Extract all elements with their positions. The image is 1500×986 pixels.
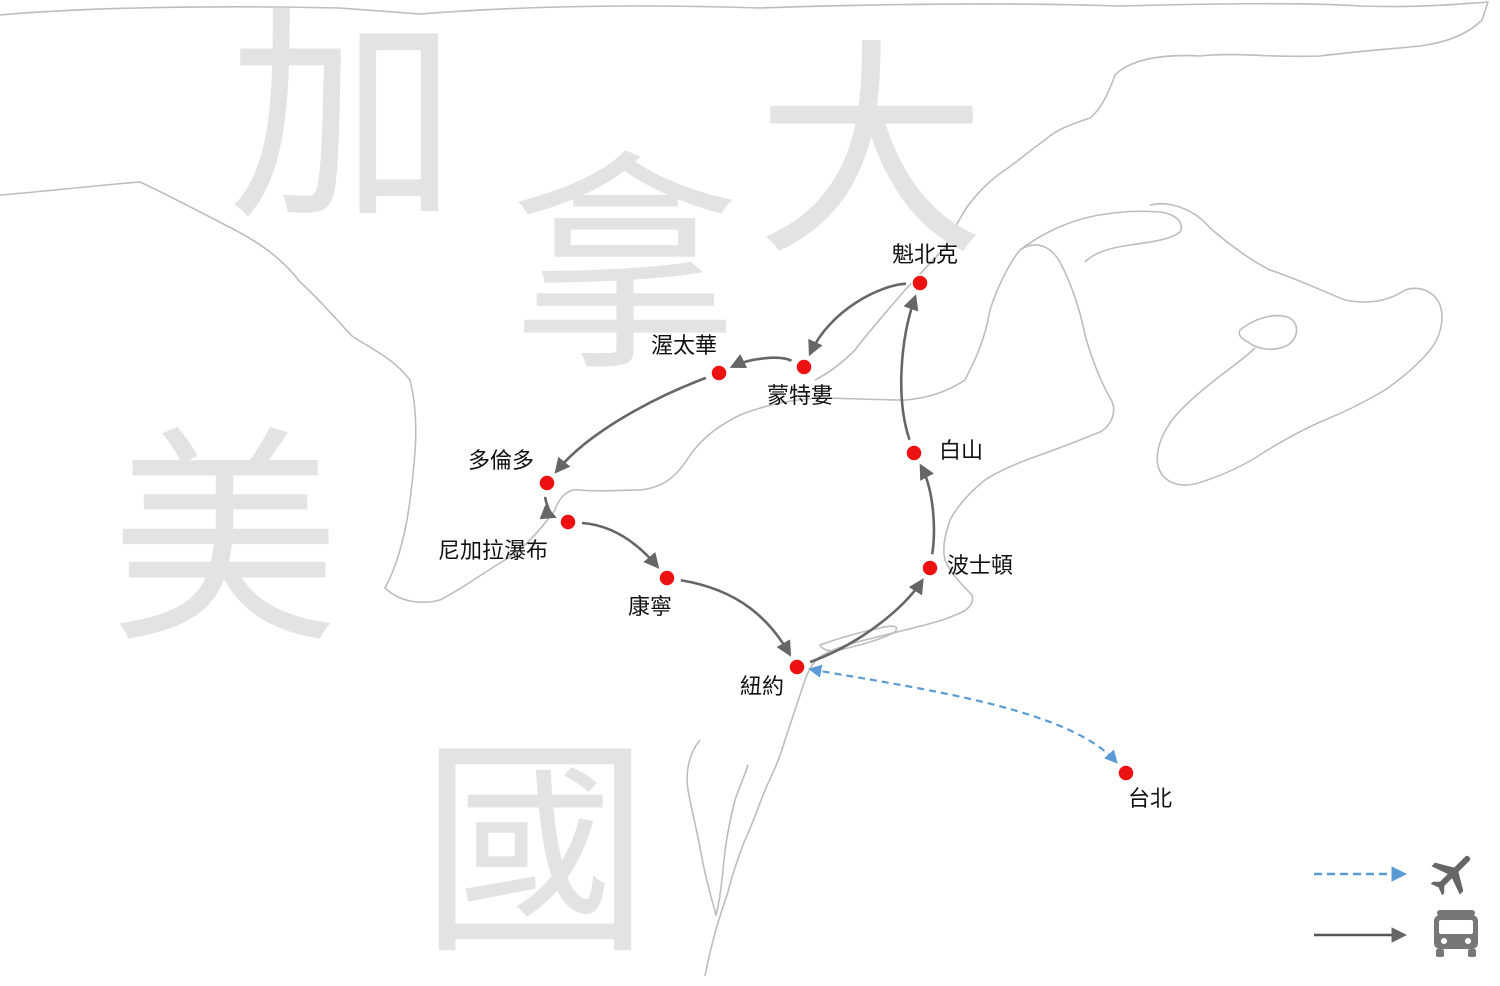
city-dot-boston[interactable] [921, 559, 939, 577]
city-label-taipei: 台北 [1128, 787, 1173, 812]
city-label-quebec: 魁北克 [892, 243, 959, 268]
city-label-whitemountain: 白山 [939, 439, 984, 464]
country-label-jia: 加 [228, 0, 459, 253]
airplane-icon [1430, 855, 1471, 896]
st-lawrence-coast [814, 247, 946, 381]
city-dot-niagara[interactable] [559, 513, 577, 531]
country-label-da: 大 [756, 21, 987, 288]
flight-routes [808, 664, 1118, 764]
city-dot-quebec[interactable] [911, 274, 929, 292]
city-dot-ottawa[interactable] [710, 364, 728, 382]
bus-route-montreal-ottawa [729, 354, 793, 369]
city-label-corning: 康寧 [628, 595, 673, 620]
bus-route-corning-newyork [680, 578, 792, 657]
east-coast-us [704, 519, 974, 976]
city-dot-corning[interactable] [658, 569, 676, 587]
bus-icon [1434, 910, 1478, 957]
city-dot-taipei[interactable] [1117, 764, 1135, 782]
top-coastline [0, 1, 1489, 249]
cape-breton [1238, 314, 1298, 351]
bus-route-ottawa-toronto [554, 376, 707, 474]
bus-route-toronto-niagara [539, 496, 557, 520]
maritime-coast [1149, 203, 1443, 486]
country-label-mei: 美 [110, 409, 341, 676]
city-label-ottawa: 渥太華 [651, 334, 718, 359]
flight-route-newyork-taipei [808, 664, 1118, 764]
gaspe-coast [1019, 210, 1182, 263]
new-brunswick-coast [949, 244, 1115, 521]
city-label-niagara: 尼加拉瀑布 [438, 539, 549, 564]
city-dot-newyork[interactable] [788, 658, 806, 676]
city-dot-toronto[interactable] [538, 474, 556, 492]
legend [1314, 855, 1478, 957]
bus-routes [539, 282, 936, 664]
long-island [819, 625, 898, 652]
canada-us-border [0, 181, 966, 604]
bus-route-newyork-boston [809, 578, 924, 664]
city-label-boston: 波士頓 [947, 554, 1014, 579]
city-label-montreal: 蒙特婁 [767, 384, 834, 409]
bus-route-niagara-corning [581, 521, 660, 569]
city-label-toronto: 多倫多 [468, 449, 535, 474]
country-label-na: 拿 [510, 136, 741, 403]
bus-route-boston-whitemountain [919, 463, 936, 555]
city-dots [538, 274, 1135, 782]
chesapeake-coast [686, 739, 749, 916]
bus-route-quebec-montreal [808, 282, 907, 357]
city-label-newyork: 紐約 [740, 675, 785, 700]
country-label-guo: 國 [420, 719, 651, 986]
city-dot-whitemountain[interactable] [905, 444, 923, 462]
bus-route-whitemountain-quebec [900, 294, 919, 441]
city-dot-montreal[interactable] [795, 358, 813, 376]
